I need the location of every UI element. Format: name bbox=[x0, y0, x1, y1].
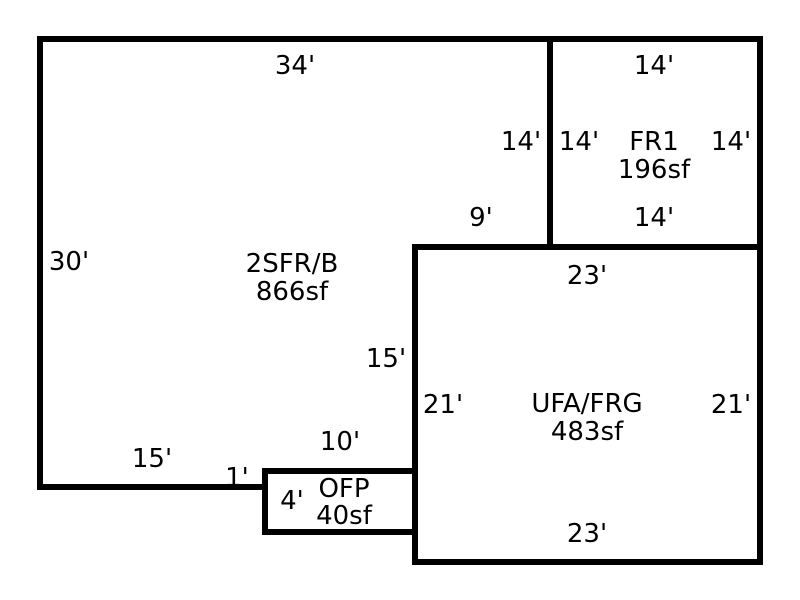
fr1-bottom-dimension: 14' bbox=[634, 203, 674, 233]
ufa-area-outline bbox=[412, 244, 763, 565]
fr1-area-name: FR1 bbox=[629, 127, 679, 157]
ufa-bottom-dimension: 23' bbox=[567, 519, 607, 549]
main-step-bottom-dimension: 10' bbox=[320, 427, 360, 457]
ofp-area-size: 40sf bbox=[316, 501, 373, 531]
main-notch-bottom-dimension: 9' bbox=[469, 203, 493, 233]
ufa-right-dimension: 21' bbox=[711, 390, 751, 420]
ufa-left-dimension: 21' bbox=[423, 390, 463, 420]
ufa-top-dimension: 23' bbox=[567, 261, 607, 291]
main-step-small-dimension: 1' bbox=[225, 463, 249, 493]
ofp-area-name: OFP bbox=[318, 474, 369, 504]
fr1-left-dimension: 14' bbox=[559, 127, 599, 157]
main-bottom-dimension: 15' bbox=[132, 444, 172, 474]
main-area-size: 866sf bbox=[256, 277, 329, 307]
ofp-left-dimension: 4' bbox=[280, 486, 304, 516]
main-area-name: 2SFR/B bbox=[246, 249, 339, 279]
fr1-top-dimension: 14' bbox=[634, 51, 674, 81]
ofp-area-outline bbox=[262, 468, 418, 535]
ufa-area-size: 483sf bbox=[551, 417, 624, 447]
main-top-dimension: 34' bbox=[275, 51, 315, 81]
main-left-dimension: 30' bbox=[49, 247, 89, 277]
main-notch-right-dimension: 14' bbox=[501, 127, 541, 157]
main-step-right-dimension: 15' bbox=[366, 344, 406, 374]
fr1-area-size: 196sf bbox=[618, 155, 691, 185]
fr1-right-dimension: 14' bbox=[711, 127, 751, 157]
ufa-area-name: UFA/FRG bbox=[531, 389, 642, 419]
